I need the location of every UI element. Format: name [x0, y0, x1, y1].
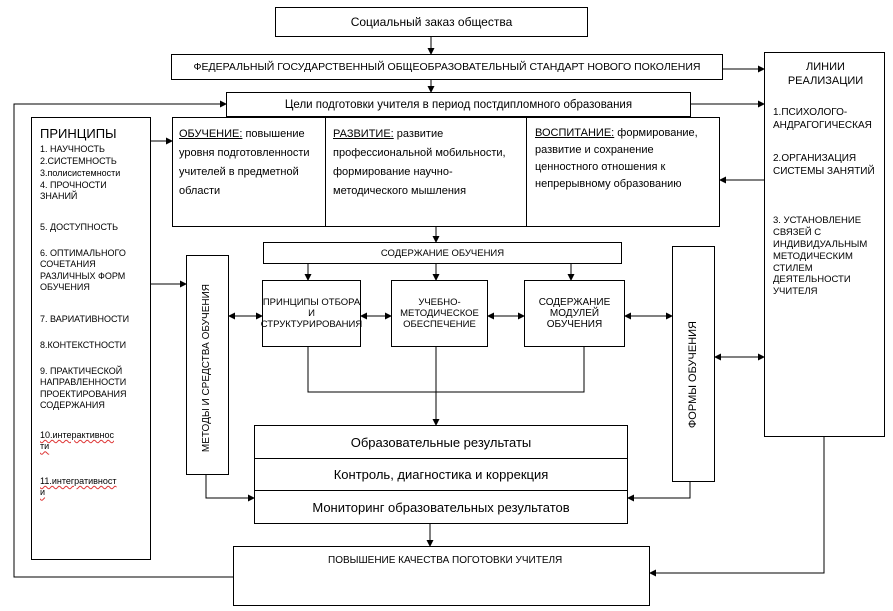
- lines-title: ЛИНИИ РЕАЛИЗАЦИИ: [787, 61, 864, 87]
- control-text: Контроль, диагностика и коррекция: [333, 467, 549, 482]
- monitoring-box: Мониторинг образовательных результатов: [254, 490, 628, 524]
- selection-principles-box: ПРИНЦИПЫ ОТБОРА И СТРУКТУРИРОВАНИЯ: [260, 280, 363, 347]
- methodical-support-box: УЧЕБНО-МЕТОДИЧЕСКОЕ ОБЕСПЕЧЕНИЕ: [391, 280, 488, 347]
- principle-item: 5. ДОСТУПНОСТЬ: [40, 222, 119, 232]
- content-sub-label: ПРИНЦИПЫ ОТБОРА И СТРУКТУРИРОВАНИЯ: [260, 297, 363, 330]
- quality-text: ПОВЫШЕНИЕ КАЧЕСТВА ПОГОТОВКИ УЧИТЕЛЯ: [328, 555, 563, 566]
- goal-cell-upbringing: ВОСПИТАНИЕ: формирование, развитие и сох…: [535, 125, 715, 193]
- goal-development-text: развитие профессиональной мобильности, ф…: [333, 128, 506, 197]
- content-title-box: СОДЕРЖАНИЕ ОБУЧЕНИЯ: [263, 242, 622, 264]
- quality-box: ПОВЫШЕНИЕ КАЧЕСТВА ПОГОТОВКИ УЧИТЕЛЯ: [233, 546, 650, 606]
- goal-upbringing-text: формирование, развитие и сохранение ценн…: [535, 127, 698, 190]
- goals-text: Цели подготовки учителя в период постдип…: [284, 98, 633, 111]
- principle-item-text: 11.интегративности: [40, 476, 117, 498]
- divider: [526, 118, 527, 226]
- results-box: Образовательные результаты: [254, 425, 628, 459]
- forms-box: ФОРМЫ ОБУЧЕНИЯ: [672, 246, 715, 482]
- content-title: СОДЕРЖАНИЕ ОБУЧЕНИЯ: [380, 247, 505, 259]
- principles-title: ПРИНЦИПЫ: [40, 126, 117, 141]
- goal-cell-training: ОБУЧЕНИЕ: повышение уровня подготовленно…: [179, 125, 319, 201]
- line-item: 2.ОРГАНИЗАЦИЯ СИСТЕМЫ ЗАНЯТИЙ: [773, 153, 875, 177]
- principle-item: 7. ВАРИАТИВНОСТИ: [40, 314, 130, 324]
- principle-item: 6. ОПТИМАЛЬНОГО СОЧЕТАНИЯ РАЗЛИЧНЫХ ФОРМ…: [40, 248, 126, 292]
- principle-item: 2.СИСТЕМНОСТЬ: [40, 156, 117, 166]
- principle-item: 3.полисистемности: [40, 168, 121, 178]
- monitoring-text: Мониторинг образовательных результатов: [312, 499, 570, 515]
- methods-label: МЕТОДЫ И СРЕДСТВА ОБУЧЕНИЯ: [201, 284, 212, 453]
- goal-cell-development: РАЗВИТИЕ: развитие профессиональной моби…: [333, 125, 518, 201]
- principle-item-text: 10.интерактивности: [40, 430, 114, 452]
- line-item: 3. УСТАНОВЛЕНИЕ СВЯЗЕЙ С ИНДИВИДУАЛЬНЫМ …: [773, 215, 868, 298]
- forms-label: ФОРМЫ ОБУЧЕНИЯ: [687, 321, 699, 429]
- goal-training-text: повышение уровня подготовленности учител…: [179, 128, 310, 197]
- fgos-box: ФЕДЕРАЛЬНЫЙ ГОСУДАРСТВЕННЫЙ ОБЩЕОБРАЗОВА…: [171, 54, 723, 80]
- social-order-text: Социальный заказ общества: [350, 15, 513, 29]
- goals-box: Цели подготовки учителя в период постдип…: [226, 92, 691, 117]
- line-item: 1.ПСИХОЛОГО-АНДРАГОГИЧЕСКАЯ: [773, 107, 872, 131]
- fgos-text: ФЕДЕРАЛЬНЫЙ ГОСУДАРСТВЕННЫЙ ОБЩЕОБРАЗОВА…: [193, 61, 701, 73]
- principles-box: ПРИНЦИПЫ 1. НАУЧНОСТЬ 2.СИСТЕМНОСТЬ 3.по…: [31, 117, 151, 560]
- principle-item: 8.КОНТЕКСТНОСТИ: [40, 340, 127, 350]
- control-box: Контроль, диагностика и коррекция: [254, 458, 628, 491]
- content-sub-label: УЧЕБНО-МЕТОДИЧЕСКОЕ ОБЕСПЕЧЕНИЕ: [400, 297, 479, 330]
- content-sub-label: СОДЕРЖАНИЕ МОДУЛЕЙ ОБУЧЕНИЯ: [538, 297, 611, 330]
- goal-upbringing-head: ВОСПИТАНИЕ:: [535, 127, 615, 139]
- principle-item: 4. ПРОЧНОСТИ ЗНАНИЙ: [40, 180, 107, 202]
- methods-box: МЕТОДЫ И СРЕДСТВА ОБУЧЕНИЯ: [186, 255, 229, 475]
- principle-item: 9. ПРАКТИЧЕСКОЙ НАПРАВЛЕННОСТИ ПРОЕКТИРО…: [40, 366, 127, 410]
- lines-box: ЛИНИИ РЕАЛИЗАЦИИ 1.ПСИХОЛОГО-АНДРАГОГИЧЕ…: [764, 52, 885, 437]
- divider: [325, 118, 326, 226]
- principle-item: 11.интегративности: [40, 476, 118, 499]
- goals-table: ОБУЧЕНИЕ: повышение уровня подготовленно…: [172, 117, 720, 227]
- goal-training-head: ОБУЧЕНИЕ:: [179, 128, 243, 140]
- social-order-box: Социальный заказ общества: [275, 7, 588, 37]
- module-content-box: СОДЕРЖАНИЕ МОДУЛЕЙ ОБУЧЕНИЯ: [524, 280, 625, 347]
- principle-item: 1. НАУЧНОСТЬ: [40, 144, 105, 154]
- results-text: Образовательные результаты: [350, 434, 532, 450]
- goal-development-head: РАЗВИТИЕ:: [333, 128, 394, 140]
- principle-item: 10.интерактивности: [40, 430, 118, 453]
